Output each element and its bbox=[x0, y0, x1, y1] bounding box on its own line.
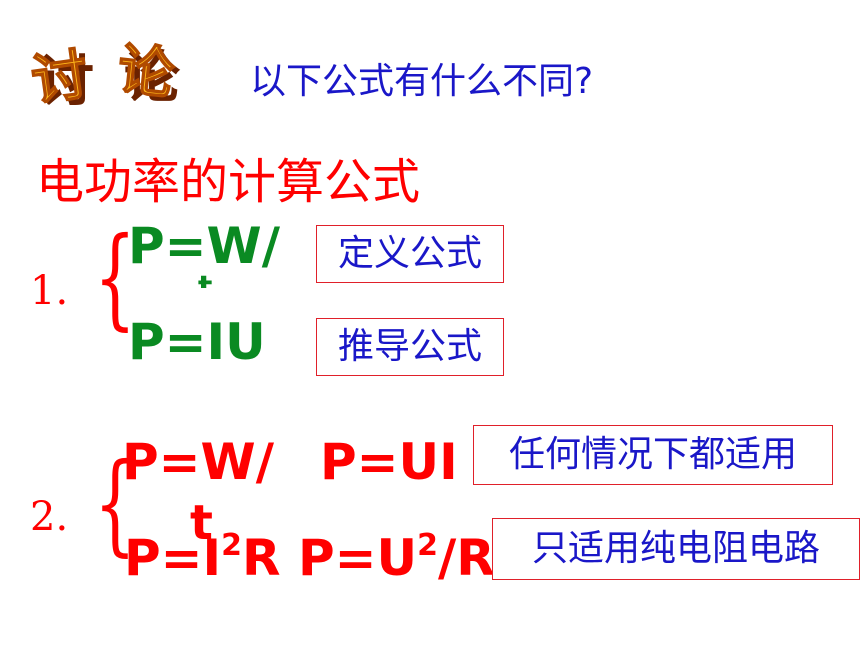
item-number-2: 2. bbox=[30, 494, 69, 540]
formula-resistive-1: P=I2R bbox=[124, 530, 281, 586]
formula-general-2: P=UI bbox=[320, 433, 458, 491]
label-always-applicable: 任何情况下都适用 bbox=[473, 425, 833, 485]
formula-resistive-2-exponent: 2 bbox=[417, 528, 439, 563]
item-number-1: 1. bbox=[30, 268, 69, 314]
formula-resistive-2: P=U2/R bbox=[298, 530, 495, 586]
formula-general-1: P=W/ bbox=[122, 433, 274, 491]
logo-char-1: 讨 bbox=[27, 41, 93, 116]
formula-resistive-2-tail: /R bbox=[438, 529, 495, 587]
formula-resistive-1-tail: R bbox=[242, 529, 281, 587]
section-heading: 电功率的计算公式 bbox=[36, 154, 421, 210]
formula-resistive-1-base: P=I bbox=[124, 529, 222, 587]
formula-resistive-2-base: P=U bbox=[298, 529, 418, 587]
formula-derived: P=IU bbox=[128, 313, 266, 371]
label-pure-resistive-only: 只适用纯电阻电路 bbox=[492, 518, 860, 580]
logo-shadow-2: 论 bbox=[124, 45, 180, 111]
formula-definition-wrap: t bbox=[198, 272, 212, 288]
formula-definition: P=W/ bbox=[128, 217, 280, 275]
formula-resistive-1-exponent: 2 bbox=[221, 528, 243, 563]
logo-char-2: 论 bbox=[114, 36, 178, 109]
label-derived: 推导公式 bbox=[316, 318, 504, 376]
question-text: 以下公式有什么不同? bbox=[250, 61, 594, 102]
formula-general-1-wrap: t bbox=[190, 495, 213, 551]
logo-shadow-1: 讨 bbox=[38, 49, 94, 115]
discussion-logo: 讨 讨 论 论 bbox=[27, 36, 210, 116]
brace-2: { bbox=[94, 439, 136, 567]
brace-1: { bbox=[94, 213, 136, 341]
label-definition: 定义公式 bbox=[316, 225, 504, 283]
